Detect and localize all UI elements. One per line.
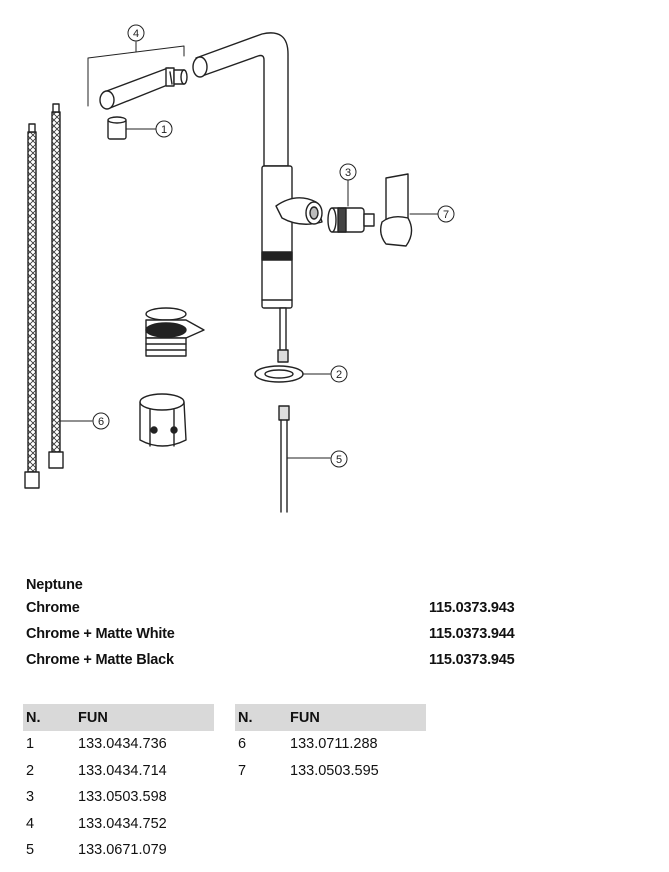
- variant-row: Chrome + Matte Black 115.0373.945: [26, 652, 546, 678]
- part-2-base-ring: [254, 365, 331, 383]
- callout-5: 5: [330, 450, 348, 468]
- variant-name: Chrome: [26, 600, 80, 616]
- variant-name: Chrome + Matte Black: [26, 652, 174, 668]
- variant-row: Chrome 115.0373.943: [26, 600, 546, 626]
- part-5-hose: [278, 405, 331, 513]
- tap-body: [261, 165, 323, 363]
- table-row: 3 133.0503.598: [23, 784, 214, 811]
- callout-6: 6: [92, 412, 110, 430]
- part-number: 1: [26, 736, 35, 753]
- part-number: 5: [26, 842, 35, 859]
- exploded-view-diagram: 1 2 3 4 5 6 7: [24, 24, 455, 513]
- table-row: 6 133.0711.288: [235, 731, 426, 758]
- table-row: 7 133.0503.595: [235, 758, 426, 785]
- variant-code: 115.0373.945: [429, 652, 515, 668]
- variant-code: 115.0373.944: [429, 626, 515, 642]
- callout-4: 4: [127, 24, 145, 42]
- table-header-row: N. FUN: [235, 704, 426, 731]
- part-code: 133.0671.079: [78, 842, 167, 859]
- part-code: 133.0503.595: [290, 762, 379, 779]
- callout-7: 7: [437, 205, 455, 223]
- part-7-lever: [379, 173, 439, 247]
- callout-3: 3: [339, 163, 357, 181]
- part-1-aerator: [107, 116, 157, 140]
- svg-text:7: 7: [443, 209, 449, 221]
- callout-2: 2: [330, 365, 348, 383]
- part-4-spray-head: [87, 41, 188, 110]
- product-info: Neptune Chrome 115.0373.943 Chrome + Mat…: [26, 577, 546, 678]
- column-header-n: N.: [23, 704, 78, 731]
- svg-text:4: 4: [133, 28, 139, 40]
- variant-code: 115.0373.943: [429, 600, 515, 616]
- column-header-fun: FUN: [78, 704, 214, 731]
- part-6-flex-hoses: [24, 103, 93, 489]
- variant-row: Chrome + Matte White 115.0373.944: [26, 626, 546, 652]
- svg-text:1: 1: [161, 124, 167, 136]
- table-row: 2 133.0434.714: [23, 758, 214, 785]
- table-row: 1 133.0434.736: [23, 731, 214, 758]
- svg-text:3: 3: [345, 167, 351, 179]
- callout-1: 1: [155, 120, 173, 138]
- part-code: 133.0711.288: [290, 736, 378, 753]
- part-code: 133.0434.714: [78, 762, 167, 779]
- parts-table-left: N. FUN 1 133.0434.736 2 133.0434.714 3 1…: [23, 704, 214, 864]
- product-title: Neptune: [26, 577, 83, 593]
- part-number: 4: [26, 815, 35, 832]
- mounting-clamp: [145, 307, 205, 357]
- variant-name: Chrome + Matte White: [26, 626, 175, 642]
- svg-text:5: 5: [336, 454, 342, 466]
- part-3-cartridge: [327, 179, 375, 233]
- part-number: 7: [238, 762, 247, 779]
- part-number: 3: [26, 789, 35, 806]
- part-code: 133.0503.598: [78, 789, 167, 806]
- spout: [192, 32, 289, 167]
- column-header-fun: FUN: [290, 704, 426, 731]
- threaded-nut: [139, 393, 187, 447]
- svg-text:6: 6: [98, 416, 104, 428]
- svg-text:2: 2: [336, 369, 342, 381]
- table-header-row: N. FUN: [23, 704, 214, 731]
- part-number: 2: [26, 762, 35, 779]
- parts-table-right: N. FUN 6 133.0711.288 7 133.0503.595: [235, 704, 426, 784]
- part-number: 6: [238, 736, 247, 753]
- table-row: 4 133.0434.752: [23, 811, 214, 838]
- part-code: 133.0434.752: [78, 815, 167, 832]
- column-header-n: N.: [235, 704, 290, 731]
- part-code: 133.0434.736: [78, 736, 167, 753]
- table-row: 5 133.0671.079: [23, 837, 214, 864]
